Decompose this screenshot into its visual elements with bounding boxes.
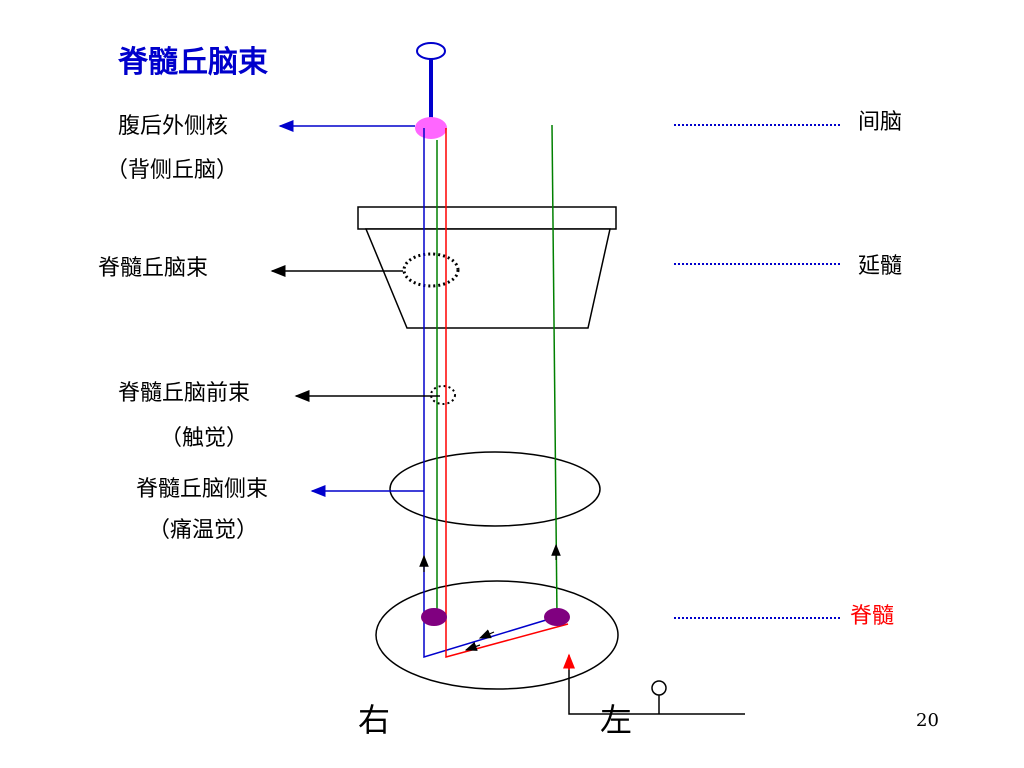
page-number: 20 <box>916 710 939 731</box>
decussation-arrow-1 <box>478 629 495 639</box>
medulla-shape <box>364 228 611 329</box>
anterior-tract-label: 脊髓丘脑前束 <box>118 381 251 406</box>
medulla-tract-label: 脊髓丘脑束 <box>98 256 209 281</box>
lateral-tract-section <box>389 451 601 527</box>
level-medulla-label: 延髓 <box>858 254 903 279</box>
green-pathway-left <box>551 124 558 618</box>
anterior-tract-section <box>430 385 456 405</box>
side-left-label: 左 <box>600 701 633 739</box>
thalamus-cap-shape <box>416 42 446 60</box>
right-dorsal-horn-nucleus <box>421 608 447 626</box>
vpl-nucleus-label: 腹后外侧核 <box>118 114 229 139</box>
medulla-top-bar <box>357 206 617 230</box>
medulla-tract-section <box>402 252 460 288</box>
decussation-arrow-2 <box>464 641 481 651</box>
spinal-cord-section <box>375 580 619 690</box>
lateral-tract-label: 脊髓丘脑侧束 <box>136 477 269 502</box>
red-pathway <box>445 128 569 658</box>
anterior-subtitle-label: （触觉） <box>160 426 249 451</box>
blue-pathway <box>423 128 557 659</box>
diagram-title: 脊髓丘脑束 <box>118 45 268 80</box>
lateral-subtitle-label: （痛温觉） <box>148 518 259 543</box>
afferent-fiber <box>568 666 745 715</box>
left-dorsal-horn-nucleus <box>544 608 570 626</box>
side-right-label: 右 <box>358 701 391 739</box>
receptor-icon <box>651 680 667 696</box>
vpl-subtitle-label: （背侧丘脑） <box>106 158 239 183</box>
level-diencephalon-label: 间脑 <box>858 110 903 135</box>
vpl-nucleus-shape <box>415 117 447 139</box>
level-spinal-cord-label: 脊髓 <box>850 604 895 629</box>
